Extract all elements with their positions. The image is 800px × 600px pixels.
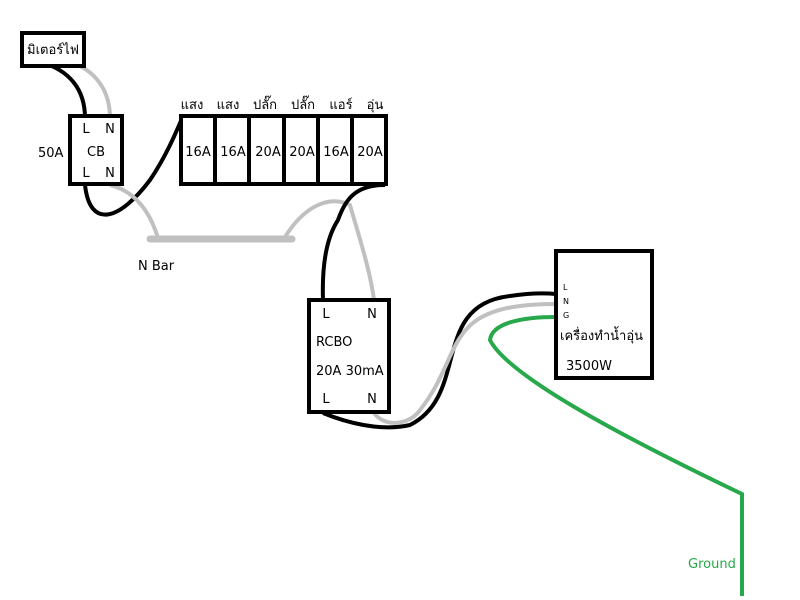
circuit-name: แสง	[217, 98, 240, 113]
circuit-rating: 20A	[289, 145, 315, 160]
main-breaker-rating: 50A	[38, 146, 64, 161]
circuit-name: ปลั๊ก	[253, 95, 277, 113]
circuit-name: แสง	[181, 98, 204, 113]
rcbo-to-heater-line-wire	[322, 291, 557, 430]
meter-label: มิเตอร์ไฟ	[27, 42, 79, 58]
main-breaker-top-l: L	[82, 122, 90, 137]
circuit-name: แอร์	[329, 97, 352, 113]
rcbo-to-heater-neutral-wire	[372, 302, 557, 425]
ground-wire	[487, 315, 744, 596]
rcbo-rating: 20A 30mA	[316, 364, 384, 379]
main-breaker-bottom-n: N	[105, 166, 115, 181]
main-breaker-label: CB	[87, 145, 105, 160]
cb-to-panel-line-wire	[83, 115, 185, 217]
heater-name: เครื่องทำน้ำอุ่น	[560, 326, 643, 344]
main-breaker-bottom-l: L	[82, 166, 90, 181]
main-breaker-box	[68, 114, 124, 186]
rcbo-bottom-n: N	[367, 392, 377, 407]
rcbo-top-n: N	[367, 307, 377, 322]
panel-to-rcbo-line-wire	[320, 183, 386, 301]
heater-terminal-g: G	[563, 311, 569, 320]
heater-power: 3500W	[566, 359, 612, 374]
neutral-bar-label: N Bar	[138, 259, 175, 274]
cb-to-nbar-neutral-wire	[109, 183, 160, 239]
circuit-name: อุ่น	[367, 98, 384, 113]
circuit-rating: 16A	[220, 145, 246, 160]
rcbo-top-l: L	[322, 307, 330, 322]
rcbo-box	[307, 298, 391, 414]
circuit-rating: 16A	[323, 145, 349, 160]
circuit-rating: 20A	[255, 145, 281, 160]
main-breaker-top-n: N	[105, 122, 115, 137]
heater-box	[554, 249, 654, 380]
heater-terminal-l: L	[563, 283, 568, 292]
meter-box	[20, 31, 86, 68]
meter-to-cb-line-wire	[39, 60, 87, 119]
ground-label: Ground	[688, 557, 736, 572]
rcbo-bottom-l: L	[322, 392, 330, 407]
circuit-rating: 16A	[185, 145, 211, 160]
nbar-to-rcbo-neutral-wire	[283, 199, 376, 301]
rcbo-label: RCBO	[316, 335, 352, 350]
meter-to-cb-neutral-wire	[69, 60, 112, 119]
circuit-name: ปลั๊ก	[291, 95, 315, 113]
breaker-panel: แสง แสง ปลั๊ก ปลั๊ก แอร์ อุ่น 16A 16A 20…	[179, 95, 388, 186]
heater-terminal-n: N	[563, 297, 569, 306]
circuit-rating: 20A	[357, 145, 383, 160]
